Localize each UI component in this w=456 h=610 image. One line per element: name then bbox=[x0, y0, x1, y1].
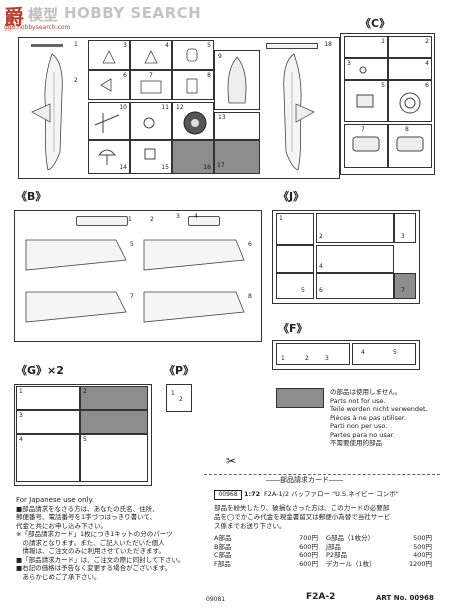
legend-swatch bbox=[276, 388, 324, 408]
order-card-desc-2: 品を◯でかこみ代金を現金書留又は郵便小為替で当社サービ bbox=[214, 513, 391, 521]
watermark-search: HOBBY SEARCH bbox=[64, 4, 202, 22]
sprue-c-label: 《C》 bbox=[360, 17, 391, 30]
sprue-a-part-18: 18 bbox=[262, 40, 334, 50]
sprue-a-cell-10: 10 bbox=[88, 102, 130, 140]
sprue-a-cell-5: 5 bbox=[172, 40, 214, 70]
scissors-icon: ✂ bbox=[226, 454, 237, 468]
sprue-a-frame bbox=[18, 37, 340, 179]
sprue-a-num-2: 2 bbox=[74, 77, 78, 84]
sprue-a-cell-3: 3 bbox=[88, 40, 130, 70]
sprue-a-cell-6: 6 bbox=[88, 70, 130, 100]
sprue-a-cell-8: 8 bbox=[172, 70, 214, 100]
sprue-a-fuselage-right bbox=[283, 53, 315, 171]
order-card-code-box: 00968 bbox=[214, 490, 242, 500]
sprue-a-cell-13: 13 bbox=[214, 112, 260, 140]
sprue-a-cell-12: 12 bbox=[172, 102, 214, 140]
sprue-a-cell-9: 9 bbox=[214, 50, 260, 110]
order-card-scale: 1:72 bbox=[244, 490, 261, 498]
watermark-site: 模型 bbox=[28, 6, 59, 24]
sprue-a-num-1: 1 bbox=[74, 41, 78, 48]
legend-text: の部品は使用しません。 Parts not for use. Teile wer… bbox=[330, 388, 428, 447]
sprue-b-frame bbox=[14, 210, 262, 342]
watermark-url: ggo.hobbysearch.com bbox=[4, 24, 71, 31]
sprue-a-cell-4: 4 bbox=[130, 40, 172, 70]
sprue-a-cell-14: 14 bbox=[88, 140, 130, 174]
order-card-title: ――部品請求カード―― bbox=[266, 476, 343, 484]
sprue-p-label: 《P》 bbox=[164, 364, 195, 377]
sprue-a-cell-11: 11 bbox=[130, 102, 172, 140]
sprue-j-frame bbox=[272, 210, 420, 304]
sprue-g-label: 《G》×2 bbox=[16, 364, 64, 377]
order-card-name: F2A-1/2 バッファロー "U.S.ネイビー コンボ" bbox=[264, 490, 399, 498]
sprue-a-cell-15: 15 bbox=[130, 140, 172, 174]
art-number: ART No. 00968 bbox=[376, 594, 434, 602]
order-card-desc-3: ス係までお送り下さい。 bbox=[214, 522, 286, 530]
sprue-b-label: 《B》 bbox=[16, 190, 47, 203]
order-card: ――部品請求カード―― 00968 1:72 F2A-1/2 バッファロー "U… bbox=[204, 476, 440, 586]
sprue-a-fuselage-left bbox=[31, 53, 63, 171]
sprue-j-label: 《J》 bbox=[278, 190, 305, 203]
sprue-c-frame bbox=[340, 33, 435, 175]
sprue-b-parts: 1 2 3 4 5 6 7 8 bbox=[16, 212, 258, 338]
sprue-p-frame: 1 2 bbox=[166, 384, 192, 412]
watermark-logo: 爵 模型 bbox=[2, 1, 62, 31]
sprue-c-cells: 1 2 3 4 5 6 7 8 bbox=[344, 36, 432, 170]
sprue-a-cell-17-unused: 17 bbox=[214, 140, 260, 174]
watermark-logo-glyph: 爵 bbox=[4, 5, 24, 29]
sprue-f-frame bbox=[272, 340, 420, 370]
sprue-a-cell-7: 7 bbox=[130, 70, 172, 100]
sprue-g-frame bbox=[14, 384, 152, 486]
footer-notes: For Japanese use only. ■部品請求をなさる方は、あなたの氏… bbox=[16, 496, 202, 581]
sprue-f-label: 《F》 bbox=[278, 322, 308, 335]
sprue-a-cell-16-unused: 16 bbox=[172, 140, 214, 174]
order-card-desc-1: 部品を紛失したり、破損なさった方は、この力ードの必要部 bbox=[214, 504, 390, 512]
sprue-j-cells: 1 2 3 4 5 6 7 bbox=[276, 213, 416, 299]
sprue-a-part-1 bbox=[25, 40, 71, 50]
model-name: F2A-2 bbox=[306, 592, 336, 602]
cut-line bbox=[204, 474, 440, 475]
print-date: 09081 bbox=[206, 596, 226, 603]
sprue-g-cells: 1 2 3 4 5 bbox=[16, 386, 148, 482]
footer-heading: For Japanese use only. bbox=[16, 496, 94, 504]
